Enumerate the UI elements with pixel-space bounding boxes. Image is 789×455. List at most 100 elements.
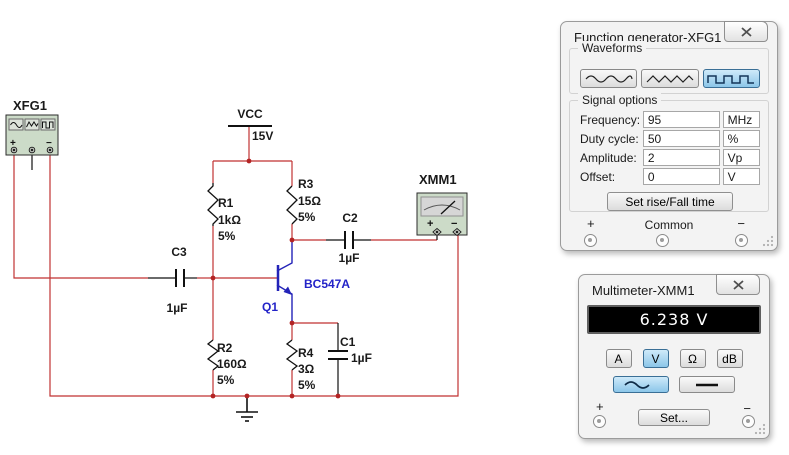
q1-ref-label: Q1 [262,300,278,314]
q1-model-label: BC547A [304,277,350,291]
r2-ref-label: R2 [217,341,233,355]
close-x-icon [732,279,744,290]
xmm1-plus-label: + [427,218,433,230]
fg-plus-terminal-label: + [587,216,595,231]
xfg1-minus-label: − [46,138,52,149]
frequency-input[interactable]: 95 [642,111,720,128]
capacitor-C1[interactable] [328,350,348,360]
duty-cycle-unit[interactable]: % [722,130,760,147]
triangle-waveform-button[interactable] [641,69,699,88]
square-wave-icon [707,74,755,84]
waveforms-group-label: Waveforms [578,41,647,55]
c3-ref-label: C3 [171,245,187,259]
frequency-row: Frequency: 95 MHz [580,111,760,128]
square-wave-icon [40,118,56,131]
duty-cycle-label: Duty cycle: [580,131,639,146]
resize-grip[interactable] [762,235,774,247]
r1-tolerance-label: 5% [218,229,236,243]
mm-plus-terminal [593,415,606,428]
function-generator-panel: Function generator-XFG1 Waveforms [560,21,778,251]
r3-tolerance-label: 5% [298,210,316,224]
r4-value-label: 3Ω [298,362,315,376]
ground-symbol[interactable] [236,396,258,422]
vcc-power-symbol[interactable]: VCC 15V [228,107,273,143]
dc-line-icon [696,383,718,386]
db-mode-button[interactable]: dB [716,349,743,368]
capacitor-C2[interactable] [344,231,354,249]
coupling-buttons-row [579,376,769,393]
frequency-label: Frequency: [580,112,641,127]
signal-options-group-label: Signal options [578,93,662,107]
c1-ref-label: C1 [340,335,356,349]
square-waveform-button[interactable] [702,69,760,88]
duty-cycle-input[interactable]: 50 [642,130,720,147]
sine-waveform-button[interactable] [580,69,638,88]
c3-value-label: 1µF [167,301,188,315]
capacitor-C3[interactable] [175,269,185,287]
amplitude-label: Amplitude: [580,150,637,165]
volt-mode-button[interactable]: V [642,349,669,368]
mm-minus-terminal-label: − [743,401,751,416]
multimeter-icon[interactable]: + − [416,192,468,237]
fg-terminals: + Common − [561,216,777,250]
dc-coupling-button[interactable] [679,376,735,393]
resize-grip[interactable] [754,423,766,435]
multimeter-display: 6.238 V [587,305,761,334]
ohm-mode-button[interactable]: Ω [679,349,706,368]
frequency-unit[interactable]: MHz [722,111,760,128]
resistor-R1[interactable] [207,183,219,226]
schematic-canvas: VCC 15V R1 1kΩ 5% R3 15Ω 5% R2 160Ω 5% R… [5,98,468,422]
duty-cycle-row: Duty cycle: 50 % [580,130,760,147]
close-x-icon [740,26,752,37]
fg-close-button[interactable] [724,21,768,42]
sine-wave-icon [585,74,633,83]
amplitude-row: Amplitude: 2 Vp [580,149,760,166]
fg-plus-terminal [584,234,597,247]
function-generator-icon[interactable]: + − [5,114,59,156]
multimeter-reading: 6.238 V [639,310,709,329]
offset-label: Offset: [580,169,616,184]
circuit-wires[interactable] [13,126,459,397]
r2-tolerance-label: 5% [217,373,235,387]
mm-minus-terminal [742,415,755,428]
offset-input[interactable]: 0 [642,168,720,185]
xfg1-terminals[interactable] [10,146,54,154]
r2-value-label: 160Ω [217,357,247,371]
ac-coupling-button[interactable] [613,376,669,393]
xmm1-terminals[interactable] [432,227,462,237]
vcc-voltage-label: 15V [252,129,273,143]
c2-value-label: 1µF [339,251,360,265]
triangle-wave-icon [646,74,694,83]
junction-dots [210,158,341,399]
offset-row: Offset: 0 V [580,168,760,185]
vcc-net-label: VCC [237,107,263,121]
set-rise-fall-time-button[interactable]: Set rise/Fall time [607,192,733,211]
set-button[interactable]: Set... [638,409,710,426]
r4-tolerance-label: 5% [298,378,316,392]
xfg1-plus-label: + [10,138,16,149]
resistor-R4[interactable] [285,339,299,371]
c2-ref-label: C2 [342,211,358,225]
mm-titlebar[interactable]: Multimeter-XMM1 [579,275,769,301]
transistor-Q1[interactable] [276,240,293,323]
amplitude-unit[interactable]: Vp [722,149,760,166]
amplitude-input[interactable]: 2 [642,149,720,166]
mm-title: Multimeter-XMM1 [592,283,695,298]
mm-close-button[interactable] [716,274,760,295]
resistor-R2[interactable] [206,339,220,371]
meter-dial-icon [420,196,464,217]
mode-buttons-row: A V Ω dB [579,349,769,368]
offset-unit[interactable]: V [722,168,760,185]
xfg1-label: XFG1 [13,98,47,113]
c1-value-label: 1µF [351,351,372,365]
resistor-R3[interactable] [286,185,298,225]
xmm1-label: XMM1 [419,172,457,187]
signal-options-group: Signal options Frequency: 95 MHz Duty cy… [569,93,769,212]
xmm1-minus-label: − [451,218,457,230]
r4-ref-label: R4 [298,346,314,360]
mm-plus-terminal-label: + [596,399,604,414]
fg-common-label: Common [644,218,694,232]
waveforms-group: Waveforms [569,41,769,94]
ampere-mode-button[interactable]: A [605,349,632,368]
multimeter-panel: Multimeter-XMM1 6.238 V A V Ω dB Set... … [578,274,770,439]
